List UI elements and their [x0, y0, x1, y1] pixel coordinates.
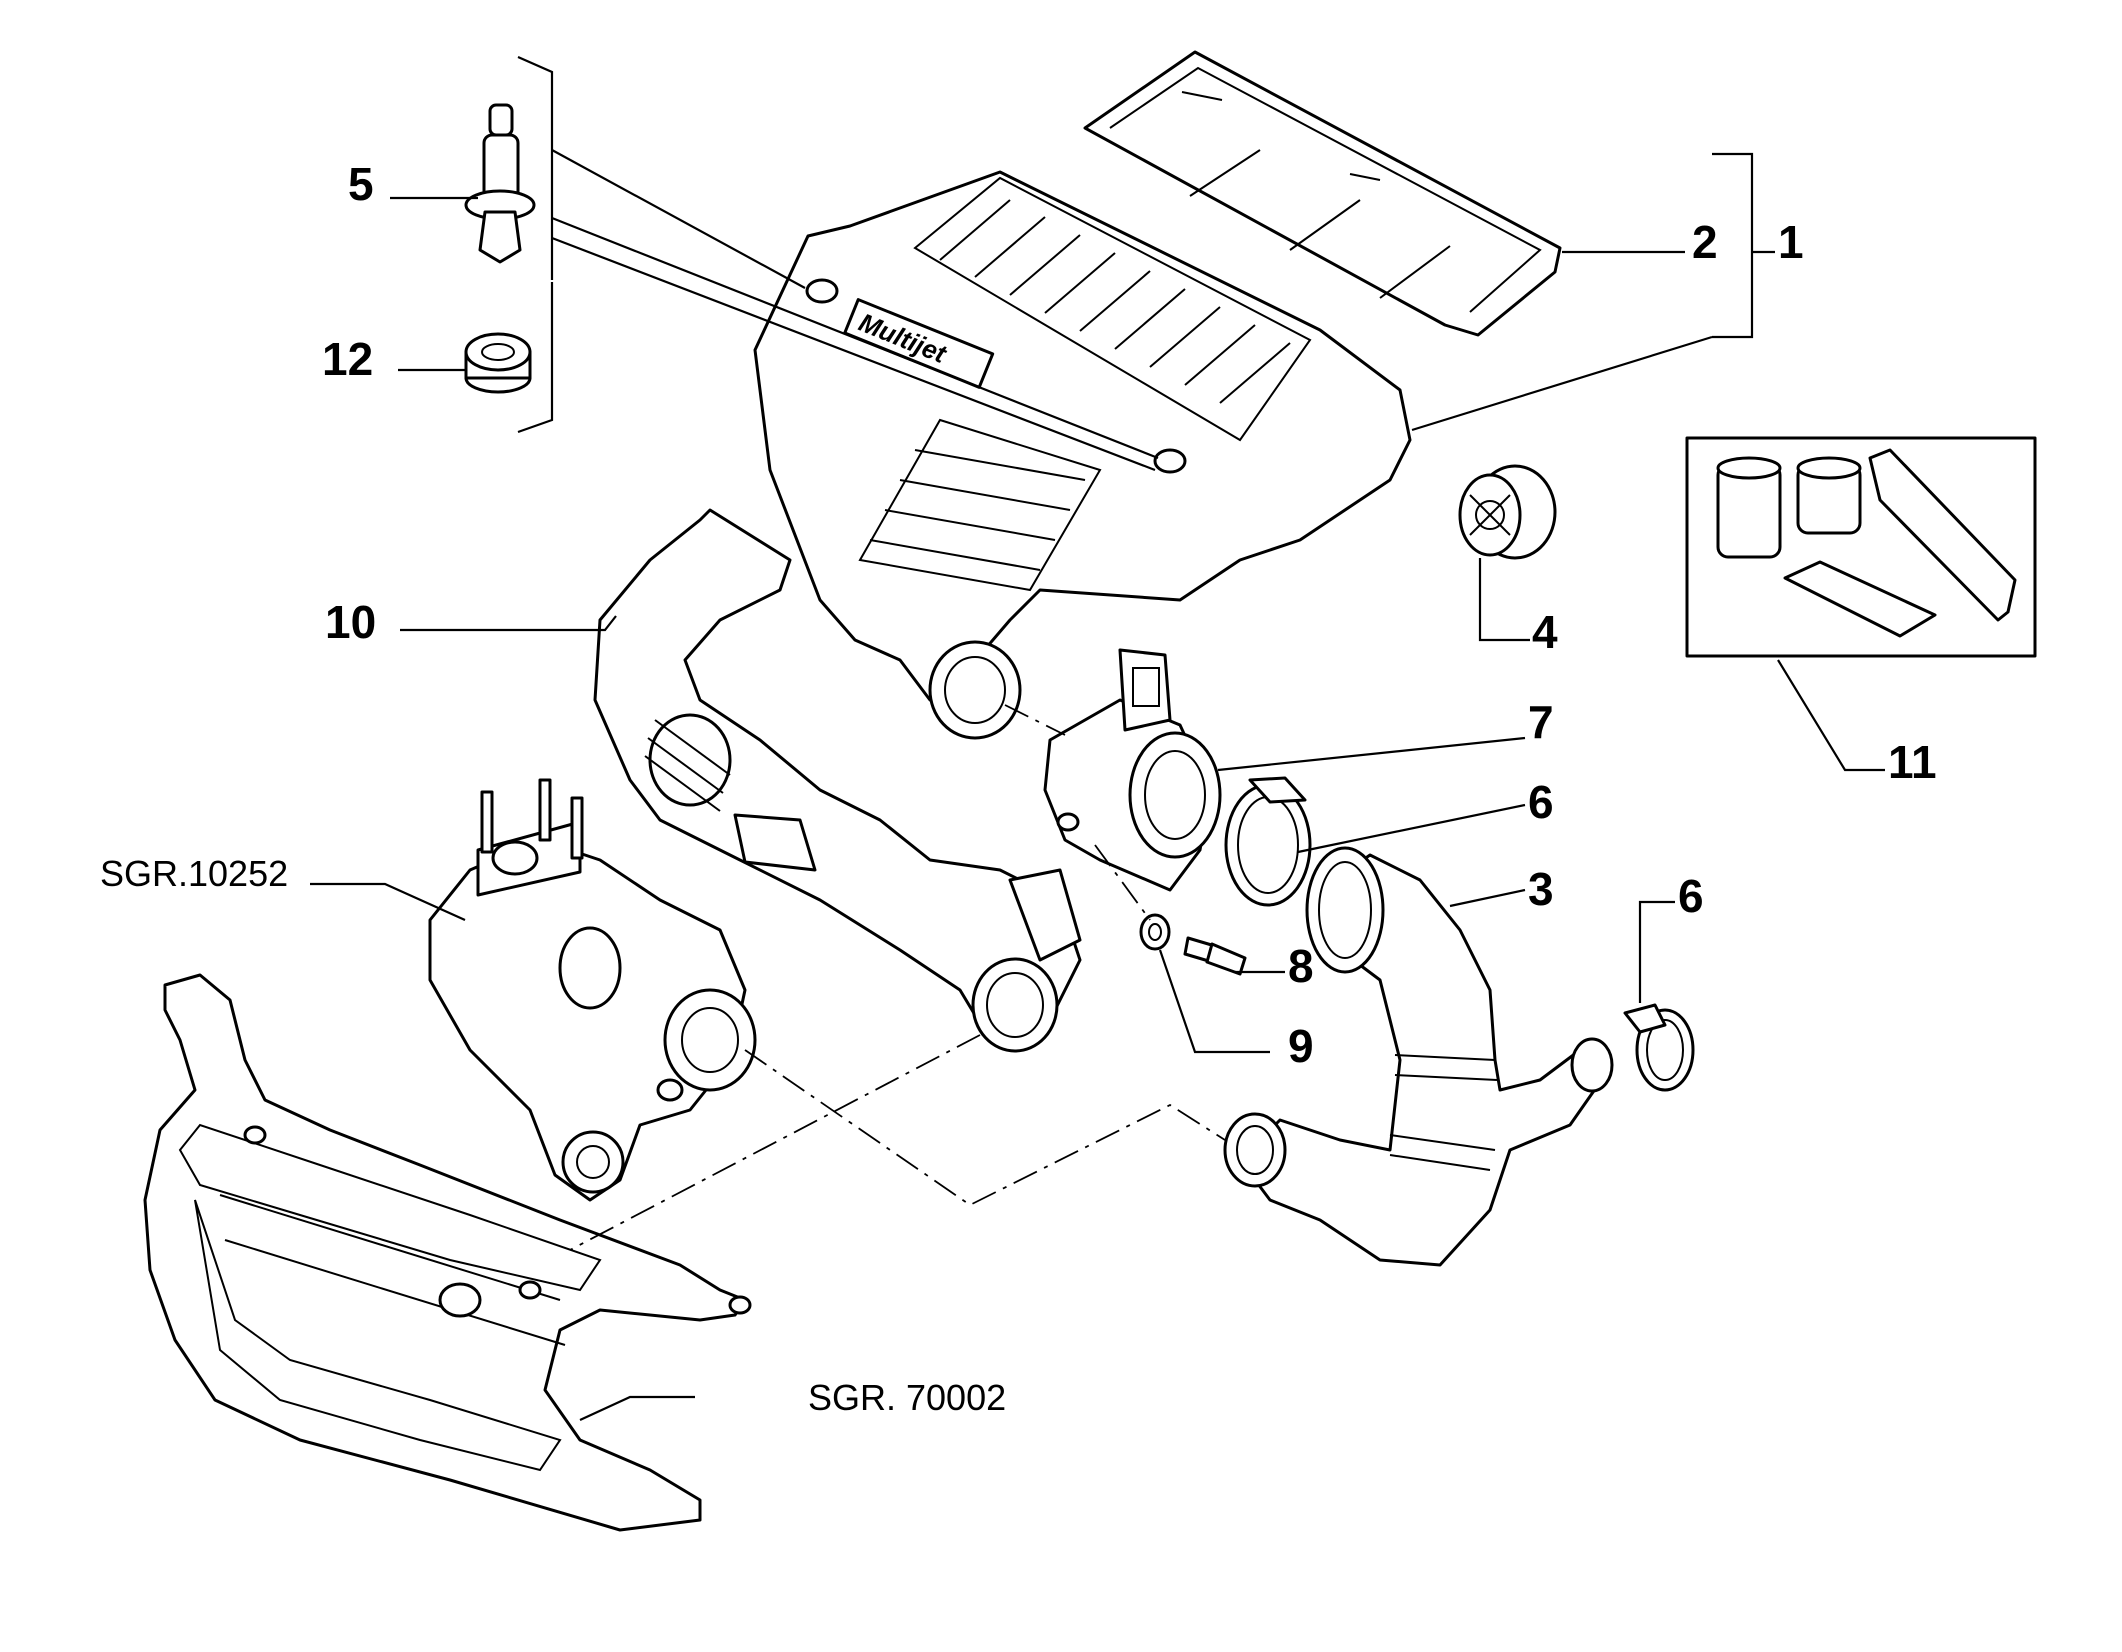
part-2-filter-cover — [1083, 50, 1562, 337]
part-3-turbo-hose — [1223, 846, 1614, 1267]
reference-sgr-10252: SGR.10252 — [100, 853, 288, 894]
part-6-hose-clamp-upper — [1224, 776, 1312, 907]
part-11-filter-kit — [1685, 436, 2037, 658]
assembly-center-lines — [569, 704, 1226, 1251]
front-frame-reference-part — [143, 973, 752, 1532]
callout-5: 5 — [348, 158, 374, 210]
callout-1: 1 — [1778, 216, 1804, 268]
callout-6-upper: 6 — [1528, 776, 1554, 828]
callout-6-lower: 6 — [1678, 870, 1704, 922]
part-5-fixing-pin — [464, 103, 536, 264]
callout-7: 7 — [1528, 696, 1554, 748]
callout-4: 4 — [1532, 606, 1558, 658]
callout-10: 10 — [325, 596, 376, 648]
callout-3: 3 — [1528, 863, 1554, 915]
part-12-grommet-ring — [464, 332, 532, 394]
callout-8: 8 — [1288, 940, 1314, 992]
airbox-mount-hole-left — [805, 278, 839, 304]
airbox-outlet-flange — [928, 640, 1022, 740]
airbox-ribs — [939, 199, 1291, 404]
callout-11: 11 — [1888, 736, 1937, 788]
part-7-air-flow-meter — [1043, 648, 1222, 892]
leader-lines — [310, 55, 1885, 1421]
callout-12: 12 — [322, 333, 373, 385]
part-6-hose-clamp-lower — [1623, 1003, 1695, 1092]
callout-9: 9 — [1288, 1020, 1314, 1072]
part-1-airbox-housing: Multijet — [753, 170, 1412, 740]
part-4-grommet — [1458, 464, 1557, 560]
part-10-intake-duct — [593, 508, 1082, 1053]
part-9-washer — [1139, 913, 1171, 951]
callout-2: 2 — [1692, 216, 1718, 268]
reference-sgr-70002: SGR. 70002 — [808, 1377, 1006, 1418]
airbox-mount-hole-right — [1153, 448, 1187, 474]
callout-labels: 1 2 3 4 5 6 6 7 8 9 10 11 12 SGR.10252 S… — [100, 158, 1937, 1418]
part-8-screw — [1183, 936, 1247, 976]
turbocharger-reference-part — [428, 778, 757, 1202]
